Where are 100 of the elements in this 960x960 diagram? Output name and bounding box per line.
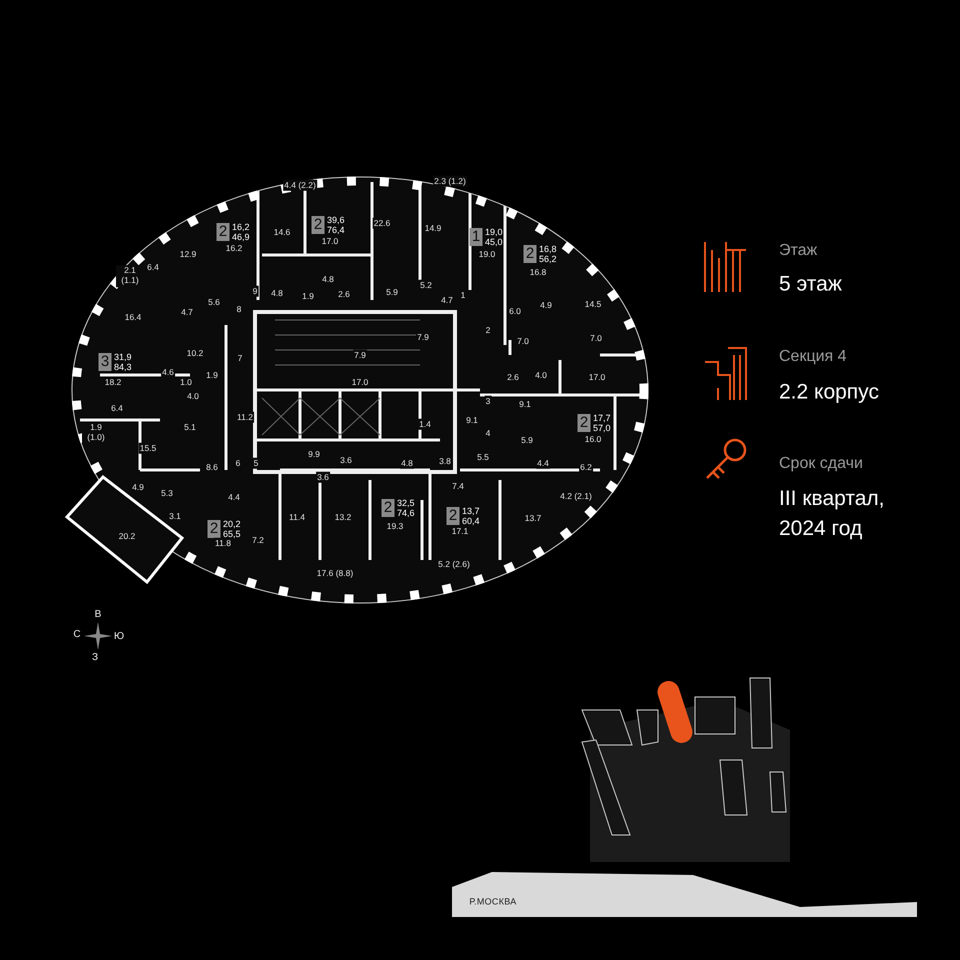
apartment-area: 46,9 — [232, 233, 250, 242]
room-area: 4.0 — [534, 370, 548, 380]
room-area: 18.2 — [104, 376, 122, 388]
room-area: 4.8 — [400, 458, 414, 468]
room-area: 7.0 — [516, 336, 530, 346]
room-area: 11.2 — [236, 412, 254, 422]
room-area: 4.8 — [270, 288, 284, 298]
room-area: 7.4 — [451, 480, 465, 492]
room-area: 16.2 — [224, 242, 244, 254]
room-area: 19.0 — [478, 248, 496, 260]
apartment-area: 57,0 — [593, 424, 611, 433]
door-number: 7 — [236, 352, 244, 364]
apartment-area: 16,2 — [232, 223, 250, 232]
room-area: 17.1 — [450, 526, 470, 536]
room-area: 16.4 — [124, 312, 142, 322]
room-area: 4.9 — [131, 482, 145, 492]
room-area: 3.6 — [316, 472, 330, 482]
apartment-area: 74,6 — [397, 509, 415, 518]
river-name: Р.МОСКВА — [468, 896, 518, 908]
room-area: 17.0 — [588, 372, 606, 382]
room-area: 12.9 — [178, 248, 198, 260]
room-area: 1.0 — [179, 376, 193, 388]
room-area: 3.6 — [339, 454, 353, 466]
room-count-badge: 3 — [98, 353, 112, 371]
apartment-area: 60,4 — [462, 517, 480, 526]
door-number: 5 — [252, 458, 260, 468]
apartment-area: 76,4 — [327, 226, 345, 235]
room-area: 9.1 — [518, 398, 532, 410]
room-area: 15.5 — [138, 442, 158, 454]
room-area: 19.3 — [386, 520, 404, 532]
room-area: 2.3 (1.2) — [433, 176, 467, 186]
room-area: 16.8 — [528, 266, 548, 278]
room-area: 1.9 — [301, 290, 315, 302]
room-area: 14.9 — [424, 222, 442, 234]
apartment-area: 65,5 — [223, 530, 241, 539]
room-area: 4.2 (2.1) — [559, 490, 593, 502]
room-area: 5.1 — [183, 422, 197, 432]
room-area: 4.8 — [321, 274, 335, 284]
door-number: 1 — [460, 290, 466, 300]
room-area: 2.6 — [506, 372, 520, 382]
compass-letter: Ю — [112, 631, 126, 643]
room-area: 5.5 — [476, 452, 490, 462]
room-area: 5.2 — [419, 280, 433, 290]
info-value: III квартал, 2024 год — [778, 486, 886, 542]
apartment-area: 31,9 — [114, 353, 132, 362]
room-area: 1.4 — [418, 418, 432, 430]
apartment-area: 13,7 — [462, 507, 480, 516]
info-heading: Секция 4 — [778, 348, 848, 366]
room-count-badge: 2 — [216, 223, 230, 241]
room-count-badge: 2 — [578, 414, 590, 432]
room-area: 9.1 — [465, 414, 479, 426]
apartment-area: 45,0 — [485, 238, 503, 247]
room-area: 14.5 — [584, 298, 602, 310]
room-area: 7.2 — [251, 534, 265, 546]
room-area: 4.4 (2.2) — [283, 180, 317, 190]
apartment-area: 84,3 — [114, 363, 132, 372]
room-area: 4.7 — [180, 306, 194, 318]
door-number: 6 — [234, 458, 242, 468]
compass-letter: З — [90, 652, 100, 664]
room-area: 14.6 — [272, 226, 292, 238]
room-area: 8.6 — [205, 462, 219, 472]
apartment-area: 20,2 — [223, 520, 241, 529]
room-count-badge: 2 — [382, 499, 394, 517]
room-area: 4.4 — [536, 458, 550, 468]
room-area: 5.9 — [385, 286, 399, 298]
room-area: 1.9 — [205, 370, 219, 380]
room-count-badge: 2 — [312, 216, 324, 234]
room-area: 6.4 — [110, 402, 124, 414]
room-area: 17.0 — [350, 376, 370, 388]
room-area: 3.8 — [438, 456, 452, 466]
room-area: 4.9 — [539, 300, 553, 310]
room-count-badge: 2 — [446, 507, 460, 525]
info-heading: Срок сдачи — [778, 455, 864, 473]
room-area: 4.0 — [186, 390, 200, 402]
apartment-area: 19,0 — [485, 228, 503, 237]
info-value: 2.2 корпус — [778, 380, 880, 404]
door-number: 9 — [252, 286, 258, 296]
room-area: 11.8 — [214, 538, 232, 548]
door-number: 2 — [484, 324, 492, 336]
apartment-area: 17,7 — [593, 414, 611, 423]
room-area: 2.6 — [337, 288, 351, 300]
room-count-badge: 1 — [470, 228, 482, 246]
room-area: 4.4 — [227, 492, 241, 502]
room-area: 5.9 — [520, 434, 534, 446]
apartment-area: 32,5 — [397, 499, 415, 508]
room-count-badge: 2 — [524, 245, 536, 263]
room-area: 5.2 (2.6) — [437, 558, 471, 570]
room-area: 7.9 — [353, 350, 367, 360]
room-area: 7.9 — [416, 332, 430, 342]
room-area: 17.6 (8.8) — [316, 568, 354, 578]
room-area: 4.7 — [440, 294, 454, 306]
apartment-area: 16,8 — [539, 245, 557, 254]
room-area: 6.4 — [146, 262, 160, 272]
room-area: 3.1 — [168, 510, 182, 522]
door-number: 8 — [236, 304, 242, 314]
apartment-area: 56,2 — [539, 255, 557, 264]
door-number: 4 — [484, 428, 492, 438]
room-area: 20.2 — [118, 530, 136, 542]
room-count-badge: 2 — [208, 520, 220, 538]
room-area: 4.6 — [161, 366, 175, 378]
